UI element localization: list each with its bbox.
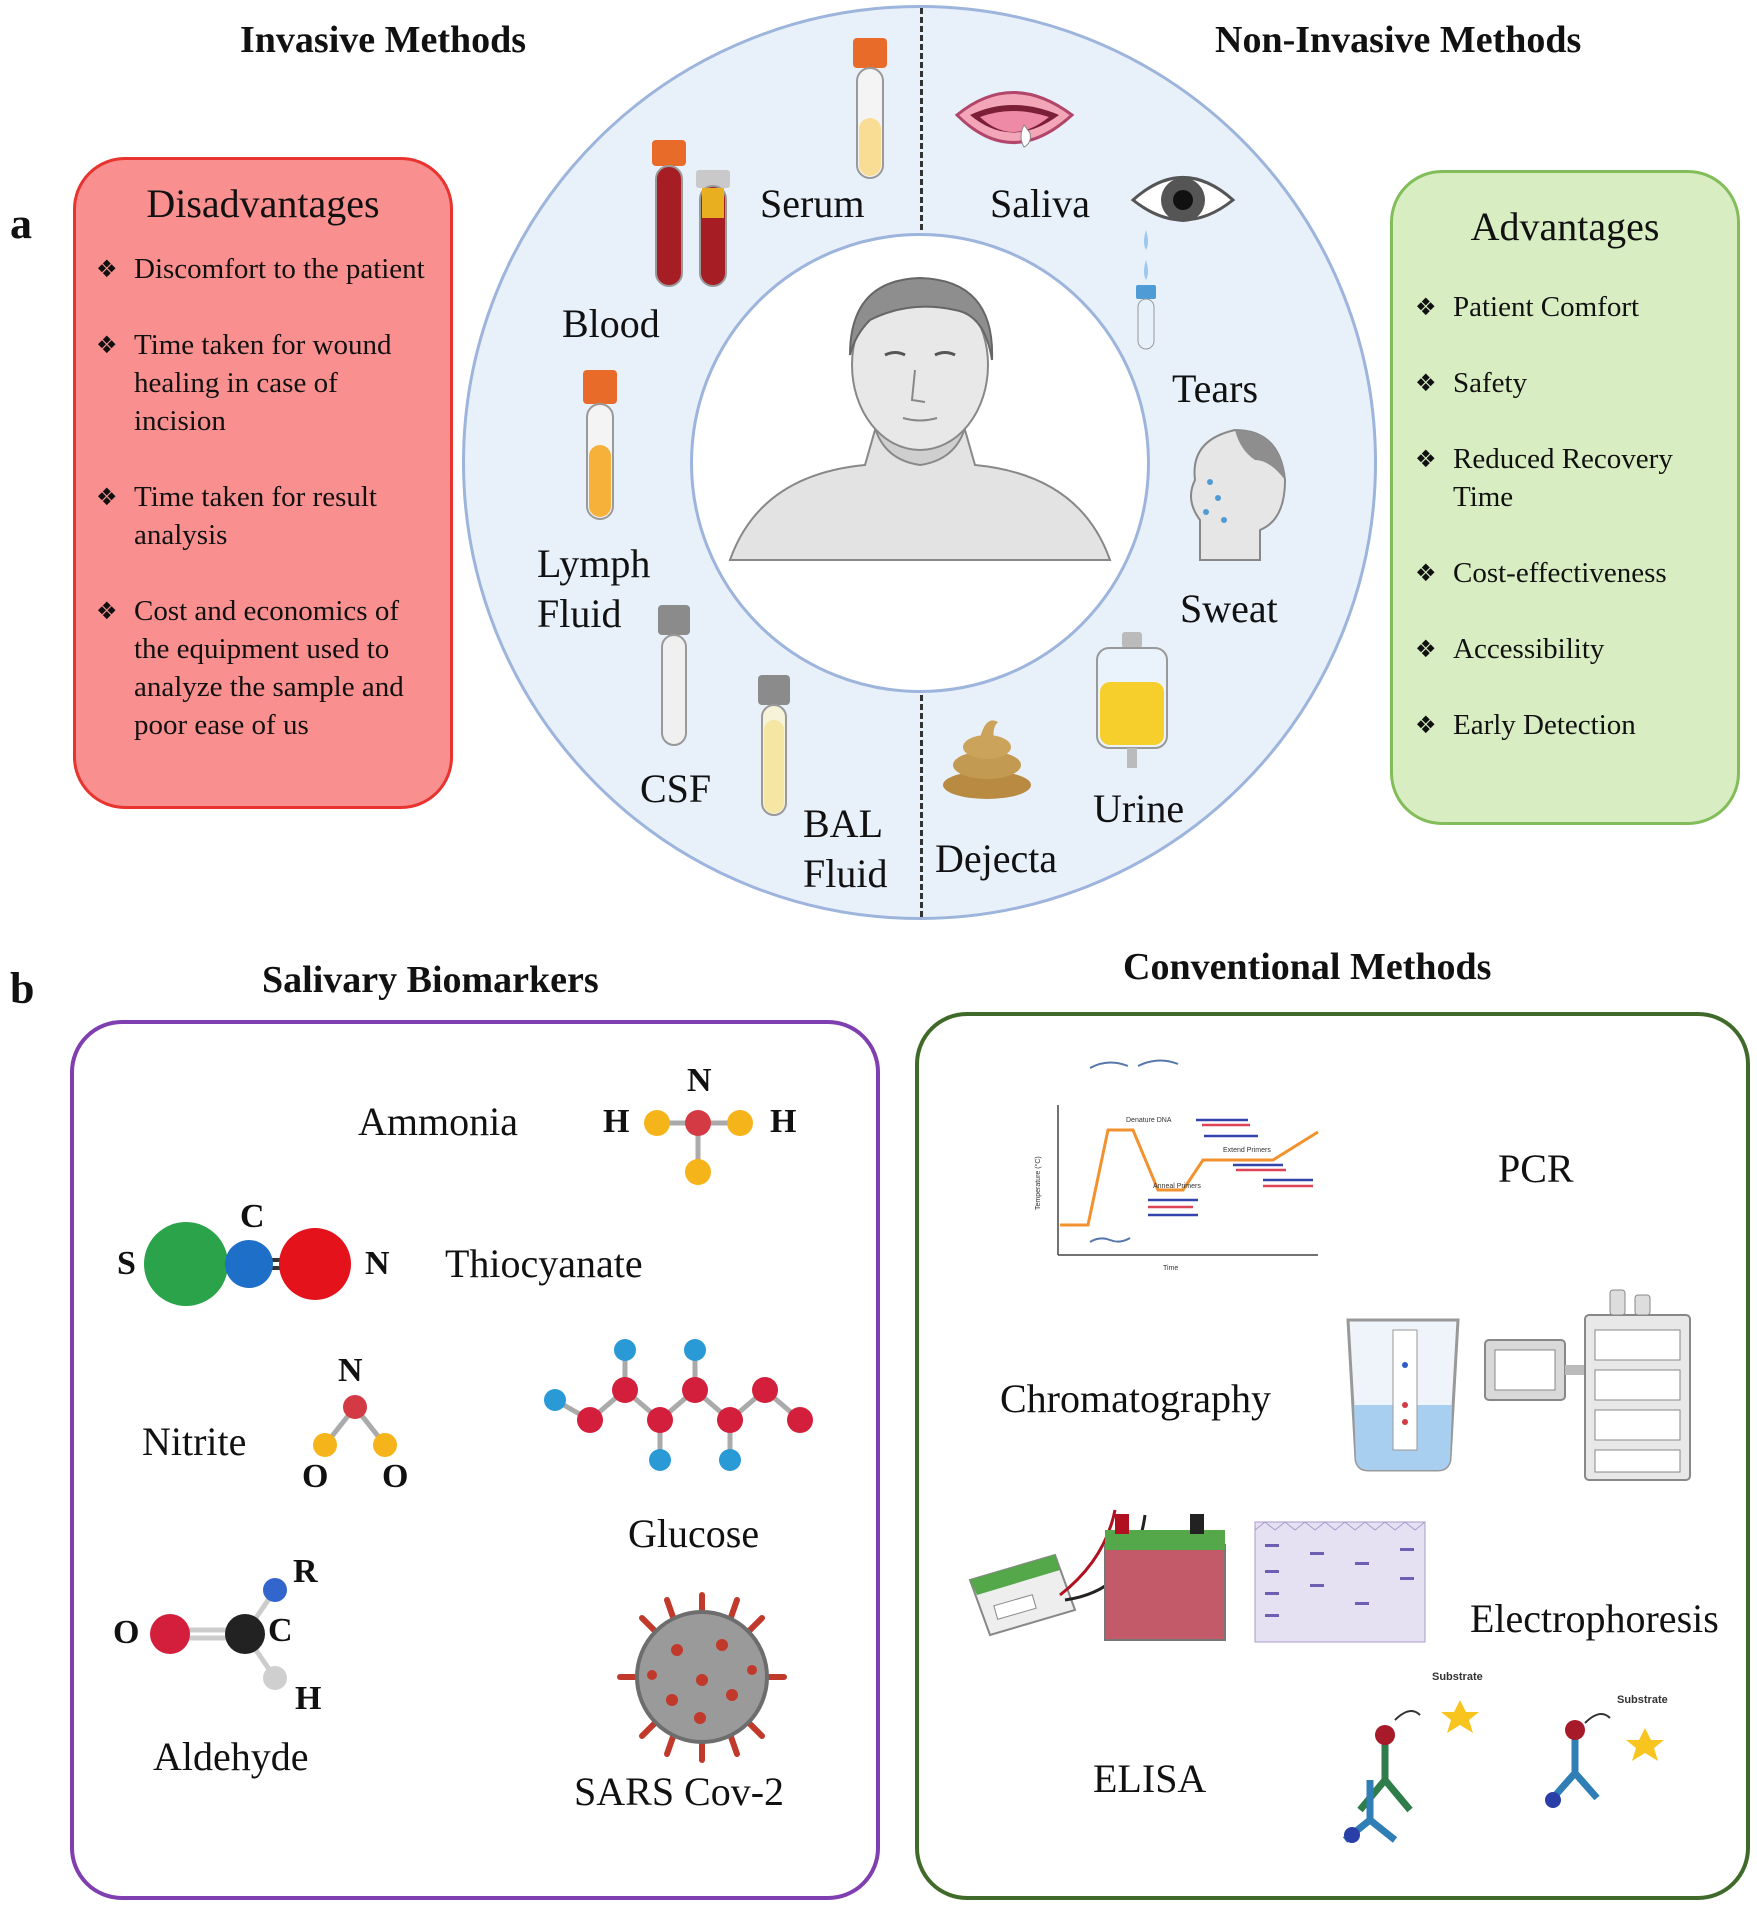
advantages-title: Advantages [1470, 204, 1660, 249]
human-head-icon [728, 276, 1112, 561]
chromatography-beaker-icon [1346, 1318, 1460, 1472]
urine-bag-icon [1096, 632, 1168, 768]
aldehyde-atom-o: O [113, 1614, 140, 1651]
invasive-methods-heading: Invasive Methods [240, 19, 527, 61]
hplc-instrument-icon [1484, 1289, 1691, 1481]
serum-tube-icon [853, 38, 887, 179]
blood-label: Blood [562, 301, 660, 346]
lymph-label-line2: Fluid [537, 591, 622, 636]
thiocyanate-atom-s: S [117, 1245, 136, 1282]
non-invasive-methods-heading: Non-Invasive Methods [1215, 19, 1582, 61]
ammonia-atom-h1: H [603, 1103, 630, 1140]
advantage-item: ❖Patient Comfort [1415, 291, 1640, 323]
advantage-item: ❖Early Detection [1415, 709, 1636, 741]
disadvantages-title: Disadvantages [146, 181, 380, 226]
electrophoresis-gel-icon [1254, 1521, 1426, 1643]
aldehyde-atom-h: H [295, 1680, 322, 1717]
elisa-substrate-label-2: Substrate [1617, 1694, 1668, 1706]
salivary-biomarkers-box [70, 1020, 880, 1900]
urine-label: Urine [1093, 786, 1185, 831]
serum-label: Serum [760, 181, 865, 226]
panel-a-letter: a [10, 199, 32, 248]
chromatography-label: Chromatography [1000, 1376, 1272, 1421]
sweat-label: Sweat [1180, 586, 1278, 631]
ammonia-atom-n: N [687, 1062, 712, 1099]
lymph-tube-icon [583, 370, 617, 520]
divider-bottom [920, 695, 923, 917]
blood-tubes-icon [652, 140, 730, 287]
disadvantage-item: ❖Discomfort to the patient [96, 253, 425, 285]
csf-label: CSF [640, 766, 712, 811]
sars-cov-2-virus-icon [617, 1592, 787, 1763]
pcr-x-axis-label: Time [1163, 1265, 1178, 1272]
disadvantage-item: ❖Time taken for result analysis [96, 481, 377, 551]
saliva-label: Saliva [990, 181, 1090, 226]
aldehyde-atom-r: R [293, 1553, 318, 1590]
disadvantages-list: ❖Discomfort to the patient ❖Time taken f… [96, 250, 436, 744]
sweat-face-icon [1190, 428, 1287, 561]
dejecta-label: Dejecta [935, 836, 1058, 881]
disadvantage-item: ❖Time taken for wound healing in case of… [96, 329, 392, 437]
glucose-label: Glucose [628, 1511, 760, 1556]
thiocyanate-atom-c: C [240, 1198, 265, 1235]
pcr-label: PCR [1498, 1146, 1574, 1191]
bal-label-line2: Fluid [803, 851, 888, 896]
advantage-item: ❖Accessibility [1415, 633, 1605, 665]
mouth-saliva-icon [954, 91, 1075, 148]
divider-top [920, 8, 923, 230]
lymph-label-line1: Lymph [537, 541, 651, 586]
advantage-item: ❖Safety [1415, 367, 1528, 399]
tears-label: Tears [1172, 366, 1259, 411]
ammonia-molecule-icon [644, 1110, 753, 1185]
aldehyde-molecule-icon [150, 1578, 287, 1690]
thiocyanate-label: Thiocyanate [445, 1241, 643, 1286]
pcr-graph-icon: Denature DNA Anneal Primers Extend Prime… [1034, 1059, 1319, 1272]
electrophoresis-label: Electrophoresis [1470, 1596, 1719, 1641]
thiocyanate-atom-n: N [365, 1245, 390, 1282]
advantages-box: Advantages ❖Patient Comfort ❖Safety ❖Red… [1390, 170, 1740, 825]
pcr-denature-label: Denature DNA [1126, 1117, 1172, 1124]
nitrite-atom-o2: O [382, 1458, 409, 1495]
disadvantage-item: ❖Cost and economics of the equipment use… [96, 595, 404, 741]
ammonia-atom-h2: H [770, 1103, 797, 1140]
panel-b-letter: b [10, 964, 35, 1013]
advantage-item: ❖Cost-effectiveness [1415, 557, 1667, 589]
bal-label-line1: BAL [803, 801, 883, 846]
conventional-methods-heading: Conventional Methods [1123, 946, 1492, 988]
eye-tears-icon [1130, 176, 1236, 350]
pcr-extend-label: Extend Primers [1223, 1147, 1271, 1154]
elisa-antibody-large-icon: Substrate [1342, 1671, 1483, 1843]
dejecta-icon [943, 720, 1031, 799]
nitrite-molecule-icon [313, 1395, 397, 1457]
nitrite-label: Nitrite [142, 1419, 247, 1464]
elisa-antibody-small-icon: Substrate [1545, 1694, 1668, 1808]
bal-tube-icon [758, 675, 790, 816]
ammonia-label: Ammonia [358, 1099, 518, 1144]
advantages-list: ❖Patient Comfort ❖Safety ❖Reduced Recove… [1415, 288, 1725, 744]
thiocyanate-molecule-icon [144, 1222, 351, 1306]
elisa-substrate-label-1: Substrate [1432, 1671, 1483, 1683]
aldehyde-atom-c: C [268, 1612, 293, 1649]
nitrite-atom-o1: O [302, 1458, 329, 1495]
elisa-label: ELISA [1093, 1756, 1207, 1801]
advantage-item: ❖Reduced Recovery Time [1415, 443, 1673, 513]
salivary-biomarkers-heading: Salivary Biomarkers [262, 959, 599, 1001]
pcr-anneal-label: Anneal Primers [1153, 1183, 1201, 1190]
csf-tube-icon [658, 605, 690, 746]
aldehyde-label: Aldehyde [153, 1734, 309, 1779]
electrophoresis-apparatus-icon [968, 1509, 1226, 1641]
nitrite-atom-n: N [338, 1352, 363, 1389]
pcr-y-axis-label: Temperature (°C) [1034, 1156, 1042, 1210]
sars-cov-2-label: SARS Cov-2 [574, 1769, 785, 1814]
glucose-molecule-icon [544, 1339, 813, 1471]
disadvantages-box: Disadvantages ❖Discomfort to the patient… [73, 157, 453, 809]
